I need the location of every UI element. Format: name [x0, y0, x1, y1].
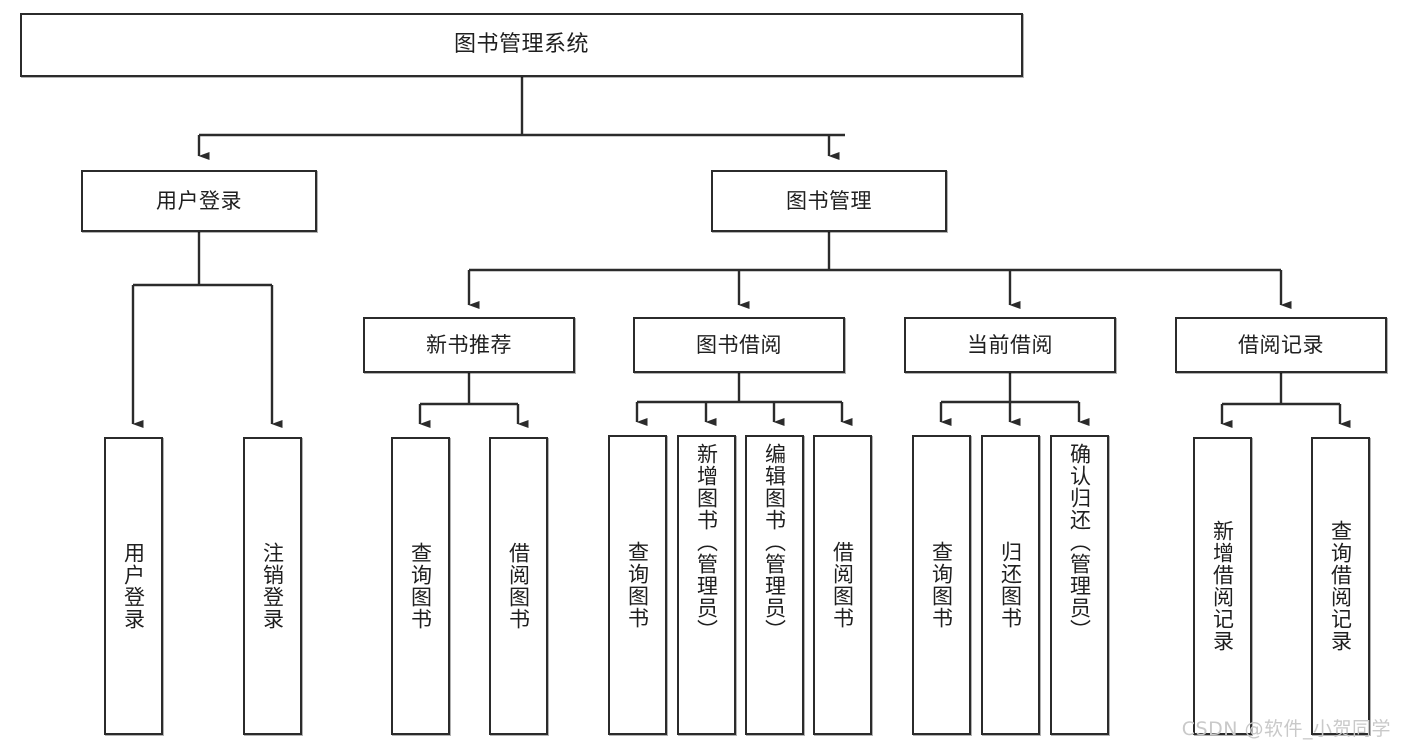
node-leaf-user-login[interactable]: 用户登录: [104, 437, 163, 735]
node-label: 图书管理: [786, 188, 872, 213]
node-label: 图书管理系统: [453, 32, 589, 58]
node-leaf-query-book-nb[interactable]: 查询图书: [391, 437, 450, 735]
node-label: 查询图书: [408, 542, 433, 630]
node-new-book-recommend[interactable]: 新书推荐: [363, 317, 575, 373]
node-leaf-return-book[interactable]: 归还图书: [981, 435, 1040, 735]
node-label: 用户登录: [156, 188, 242, 213]
node-leaf-query-borrow-record[interactable]: 查询借阅记录: [1311, 437, 1370, 735]
node-label: 查询图书: [929, 541, 954, 629]
node-user-login[interactable]: 用户登录: [81, 170, 317, 232]
node-label: 当前借阅: [967, 332, 1053, 357]
node-label: 图书借阅: [696, 332, 782, 357]
node-current-borrow[interactable]: 当前借阅: [904, 317, 1116, 373]
node-leaf-query-book-cb[interactable]: 查询图书: [912, 435, 971, 735]
node-leaf-add-book-admin[interactable]: 新增图书（管理员）: [677, 435, 736, 735]
node-label: 用户登录: [121, 542, 146, 630]
node-label: 确认归还（管理员）: [1067, 443, 1092, 641]
watermark-text: CSDN @软件_小贺同学: [1181, 718, 1391, 740]
node-leaf-add-borrow-record[interactable]: 新增借阅记录: [1193, 437, 1252, 735]
node-book-borrow[interactable]: 图书借阅: [633, 317, 845, 373]
node-borrow-record[interactable]: 借阅记录: [1175, 317, 1387, 373]
node-label: 注销登录: [260, 542, 285, 630]
node-leaf-borrow-book-nb[interactable]: 借阅图书: [489, 437, 548, 735]
node-leaf-confirm-return-admin[interactable]: 确认归还（管理员）: [1050, 435, 1109, 735]
node-leaf-borrow-book-bl[interactable]: 借阅图书: [813, 435, 872, 735]
node-label: 借阅图书: [506, 542, 531, 630]
node-label: 新书推荐: [426, 332, 512, 357]
node-label: 借阅记录: [1238, 332, 1324, 357]
node-label: 编辑图书（管理员）: [762, 443, 787, 641]
node-label: 查询图书: [625, 541, 650, 629]
node-label: 归还图书: [998, 541, 1023, 629]
node-book-management[interactable]: 图书管理: [711, 170, 947, 232]
node-label: 借阅图书: [830, 541, 855, 629]
node-label: 新增借阅记录: [1210, 520, 1235, 652]
node-label: 查询借阅记录: [1328, 520, 1353, 652]
node-root-book-management-system[interactable]: 图书管理系统: [20, 13, 1023, 77]
node-leaf-query-book-bl[interactable]: 查询图书: [608, 435, 667, 735]
node-leaf-logout[interactable]: 注销登录: [243, 437, 302, 735]
node-label: 新增图书（管理员）: [694, 443, 719, 641]
node-leaf-edit-book-admin[interactable]: 编辑图书（管理员）: [745, 435, 804, 735]
